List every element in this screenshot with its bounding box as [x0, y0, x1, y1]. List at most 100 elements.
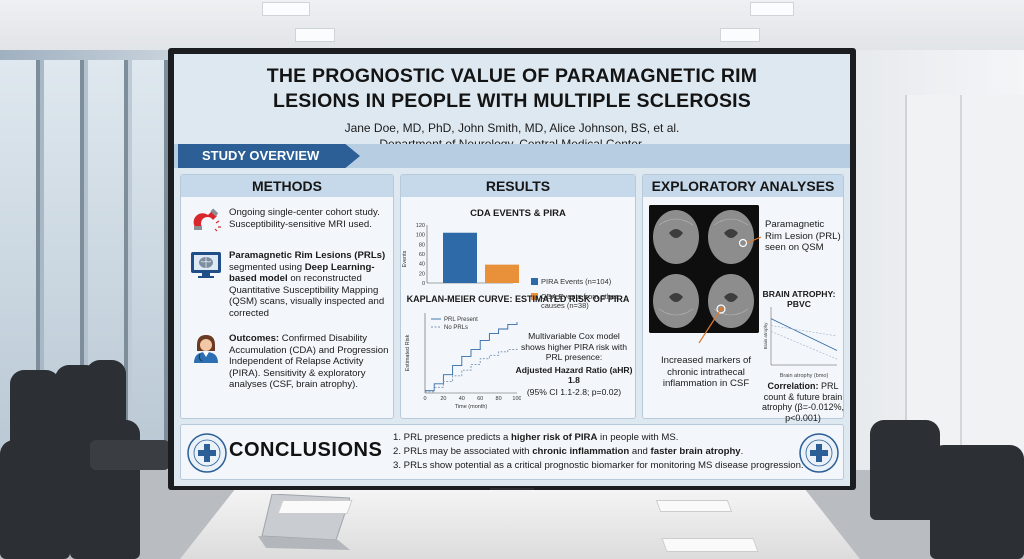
methods-bold: Paramagnetic Rim Lesions (PRLs): [229, 250, 386, 261]
x-tick-label: 0: [423, 396, 426, 402]
methods-line: Ongoing single-center cohort study.: [229, 207, 380, 218]
atrophy-trend-line: [770, 325, 838, 337]
y-tick-label: 120: [416, 223, 425, 229]
csf-label: Increased markers of chronic intrathecal…: [660, 355, 752, 389]
mri-scans: [649, 205, 759, 333]
correlation-text: Correlation: PRL count & future brain at…: [761, 381, 845, 423]
methods-bold: Outcomes:: [229, 333, 280, 344]
chair-seat: [90, 440, 170, 470]
legend-label: No PRLs: [444, 325, 468, 331]
conclusion-bold: chronic inflammation: [532, 446, 630, 457]
methods-item: Paramagnetic Rim Lesions (PRLs) segmente…: [189, 250, 389, 319]
confidence-interval: (95% CI 1.1-2.8; p=0.02): [526, 386, 622, 397]
methods-span: segmented using: [229, 261, 305, 273]
correlation-detail: PRL count & future brain atrophy (β=-0.0…: [762, 381, 844, 423]
author-list: Jane Doe, MD, PhD, John Smith, MD, Alice…: [344, 121, 680, 135]
magnet-icon: [193, 208, 221, 232]
x-tick-label: 20: [440, 396, 446, 402]
study-overview-tag: STUDY OVERVIEW: [178, 144, 360, 168]
conclusion-item: 1. PRL presence predicts a higher risk o…: [393, 431, 833, 445]
conclusions-heading: CONCLUSIONS: [229, 439, 383, 461]
exploratory-heading: EXPLORATORY ANALYSES: [643, 175, 843, 197]
x-tick-label: 40: [459, 396, 465, 402]
chair: [0, 440, 70, 559]
ceiling-light: [750, 2, 794, 16]
y-tick-label: 80: [419, 242, 425, 248]
window-pane: [132, 60, 168, 460]
prl-label: Paramagnetic Rim Lesion (PRL) seen on QS…: [765, 219, 841, 253]
methods-span: Confirmed Disability Accumulation (CDA) …: [229, 333, 389, 390]
doctor-icon: [194, 335, 218, 363]
cox-model-summary: Multivariable Cox model shows higher PIR…: [515, 331, 633, 397]
x-tick-label: 60: [477, 396, 483, 402]
mri-annotation-arrows: [698, 236, 762, 344]
hazard-ratio: Adjusted Hazard Ratio (aHR) 1.8: [515, 364, 633, 386]
chair: [930, 445, 1024, 559]
exploratory-panel: EXPLORATORY ANALYSES Paramagnetic Rim: [642, 174, 844, 423]
y-tick-label: 0: [422, 281, 425, 287]
x-tick-label: 80: [496, 396, 502, 402]
y-tick-label: 100: [416, 233, 425, 239]
legend-label: CDA Events from other causes (n=38): [541, 292, 618, 310]
medical-center-seal-icon: [799, 433, 839, 473]
bar: [443, 232, 477, 283]
methods-item-text: Paramagnetic Rim Lesions (PRLs) segmente…: [229, 250, 389, 319]
bar-chart-title: CDA EVENTS & PIRA: [470, 208, 566, 219]
paper: [655, 500, 733, 512]
paper: [661, 538, 759, 552]
conclusion-item: 2. PRLs may be associated with chronic i…: [393, 445, 833, 459]
bar: [485, 264, 519, 283]
methods-item-text: Ongoing single-center cohort study. Susc…: [229, 207, 380, 237]
methods-heading: METHODS: [181, 175, 393, 197]
x-axis-label: Time (month): [455, 404, 488, 410]
x-tick-label: 100: [512, 396, 521, 402]
conclusion-text: 2. PRLs may be associated with: [393, 446, 533, 457]
research-poster: THE PROGNOSTIC VALUE OF PARAMAGNETIC RIM…: [174, 54, 850, 486]
conclusions-list: 1. PRL presence predicts a higher risk o…: [393, 431, 833, 473]
y-tick-label: 20: [419, 271, 425, 277]
legend-swatch-pira: [531, 278, 538, 285]
y-axis-label: Estimated Risk: [405, 334, 411, 371]
conclusion-bold: higher risk of PIRA: [511, 432, 598, 443]
legend-label: PIRA Events (n=104): [541, 277, 612, 286]
y-axis-label: Events: [402, 250, 408, 267]
methods-panel: METHODS Ongoing single-center cohort stu…: [180, 174, 394, 419]
ceiling-light: [720, 28, 760, 42]
medical-center-seal-icon: [187, 433, 227, 473]
y-tick-label: 40: [419, 262, 425, 268]
conclusions-panel: CONCLUSIONS 1. PRL presence predicts a h…: [180, 424, 844, 480]
methods-item-text: Outcomes: Confirmed Disability Accumulat…: [229, 333, 389, 391]
km-series-line: [425, 347, 518, 393]
ceiling-light: [295, 28, 335, 42]
methods-item: Ongoing single-center cohort study. Susc…: [189, 207, 389, 237]
conclusion-bold: faster brain atrophy: [650, 446, 741, 457]
conclusion-item: 3. PRLs show potential as a critical pro…: [393, 460, 804, 471]
atrophy-trend-line: [770, 331, 838, 360]
title-line: LESIONS IN PEOPLE WITH MULTIPLE SCLEROSI…: [272, 90, 752, 112]
methods-item: Outcomes: Confirmed Disability Accumulat…: [189, 333, 389, 391]
atrophy-xlabel: Brain atrophy (bmo): [779, 373, 829, 379]
legend-label: PRL Present: [444, 317, 478, 323]
cabinet-divider: [960, 95, 962, 485]
atrophy-title: BRAIN ATROPHY: PBVC: [762, 289, 836, 309]
conclusion-text: and: [629, 446, 651, 457]
km-chart-title: KAPLAN-MEIER CURVE: ESTIMATED RISK OF PI…: [406, 294, 630, 304]
methods-bold: Deep Learning-based model: [229, 261, 375, 285]
results-heading: RESULTS: [401, 175, 635, 197]
legend-swatch-cda: [531, 293, 538, 300]
cox-text: Multivariable Cox model shows higher PIR…: [520, 331, 628, 362]
conclusion-text: .: [740, 446, 744, 457]
paper: [277, 500, 353, 514]
km-series-line: [425, 322, 518, 392]
y-tick-label: 60: [419, 252, 425, 258]
poster-title: THE PROGNOSTIC VALUE OF PARAMAGNETIC RIM…: [174, 64, 850, 114]
conclusion-text: 1. PRL presence predicts a: [393, 432, 512, 443]
conclusion-text: in people with MS.: [597, 432, 679, 443]
computer-brain-icon: [191, 252, 221, 278]
correlation-bold: Correlation:: [767, 381, 819, 391]
atrophy-chart: Brain atrophy: [763, 307, 838, 366]
title-line: THE PROGNOSTIC VALUE OF PARAMAGNETIC RIM: [266, 65, 758, 87]
atrophy-trend-line: [770, 318, 838, 351]
